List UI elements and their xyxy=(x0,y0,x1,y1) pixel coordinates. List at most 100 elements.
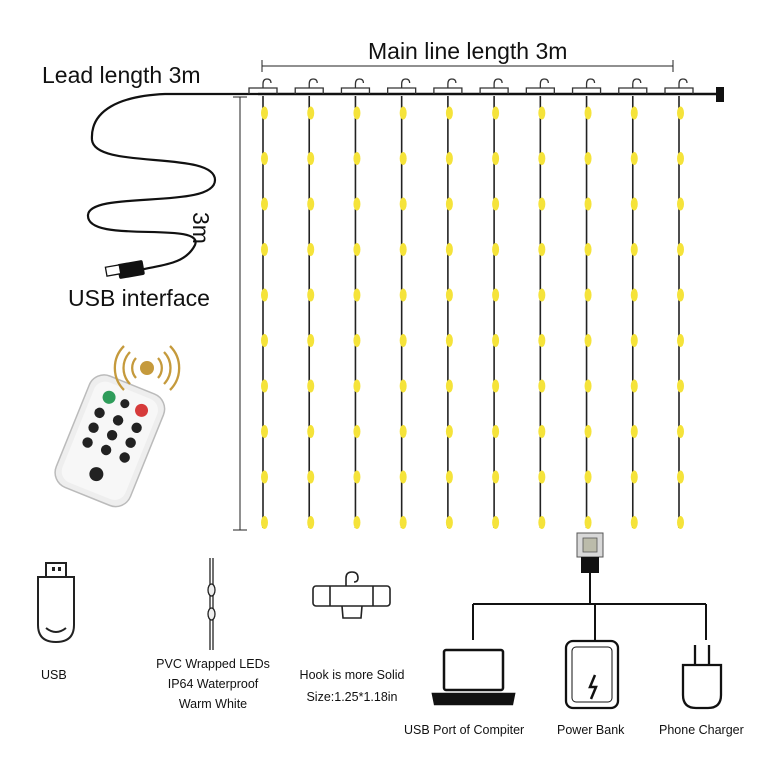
remote-power-red-button xyxy=(135,403,149,417)
led-bulb xyxy=(399,197,407,211)
led-bulb xyxy=(630,470,638,484)
remote-button xyxy=(131,422,142,434)
led-bulb xyxy=(445,243,453,256)
usb-interface-label: USB interface xyxy=(68,285,210,311)
led-bulb xyxy=(445,516,453,529)
led-bulb xyxy=(353,106,361,120)
led-bulb xyxy=(353,152,361,165)
hook-icon xyxy=(387,78,417,94)
remote-button xyxy=(125,437,136,448)
led-bulb xyxy=(630,106,638,120)
usb-label: USB xyxy=(41,668,67,682)
led-bulb xyxy=(584,334,592,347)
led-bulb xyxy=(584,470,592,484)
led-bulb xyxy=(492,197,500,211)
led-bulb xyxy=(584,243,592,256)
led-bulb xyxy=(584,197,592,211)
power-bank-icon xyxy=(564,639,620,710)
usb-connector-icon xyxy=(576,532,604,573)
led-bulb xyxy=(538,425,546,438)
led-bulb xyxy=(261,106,268,120)
led-bulb xyxy=(492,288,500,302)
remote-power-green-button xyxy=(102,390,116,404)
led-bulb xyxy=(307,470,315,484)
led-bulb xyxy=(677,106,684,120)
led-bulb xyxy=(677,516,684,529)
led-bulb xyxy=(261,516,268,529)
remote-mode-button xyxy=(89,467,104,482)
led-bulb xyxy=(261,288,268,302)
remote-control xyxy=(54,374,166,508)
hook-feature-line-2: Size:1.25*1.18in xyxy=(306,690,398,704)
led-bulb xyxy=(630,334,638,347)
lead-cable xyxy=(86,92,258,272)
led-bulb xyxy=(399,106,407,120)
power-source-charger-label: Phone Charger xyxy=(659,723,744,737)
led-bulb xyxy=(677,288,684,302)
led-bulb xyxy=(538,152,546,165)
laptop-icon xyxy=(431,648,516,706)
hook-icon xyxy=(618,78,648,94)
led-bulb xyxy=(538,516,546,529)
usb-plug-icon xyxy=(104,260,145,279)
led-bulb xyxy=(677,470,684,484)
led-bulb xyxy=(630,152,638,165)
led-bulb xyxy=(399,425,407,438)
led-bulb xyxy=(584,425,592,438)
led-bulb xyxy=(399,288,407,302)
led-bulb xyxy=(307,379,315,393)
led-bulb xyxy=(492,516,500,529)
led-bulb xyxy=(353,470,361,484)
led-bulb xyxy=(492,334,500,347)
led-bulb xyxy=(445,152,453,165)
remote-button xyxy=(106,429,118,441)
led-bulb xyxy=(307,152,315,165)
remote-button xyxy=(82,437,93,448)
led-bulb xyxy=(677,243,684,256)
hook-icon xyxy=(525,78,555,94)
led-bulb xyxy=(492,379,500,393)
led-bulb xyxy=(630,197,638,211)
hook-sample-icon xyxy=(312,571,391,619)
led-bulb xyxy=(307,334,315,347)
drop-height-label: 3m xyxy=(188,212,214,244)
led-bulb xyxy=(492,470,500,484)
hook-icon xyxy=(571,78,602,94)
hook-icon xyxy=(248,78,278,94)
led-bulb xyxy=(538,379,546,393)
led-bulb xyxy=(353,516,361,529)
led-bulb xyxy=(492,243,500,256)
hook-icon xyxy=(340,78,371,94)
remote-button xyxy=(100,444,112,456)
led-bulb xyxy=(584,106,592,120)
led-bulb xyxy=(399,516,407,529)
led-bulb xyxy=(261,470,268,484)
led-bulb xyxy=(307,197,315,211)
led-bulb xyxy=(677,334,684,347)
led-bulb xyxy=(307,288,315,302)
led-bulb xyxy=(353,197,361,211)
led-bulb xyxy=(445,334,453,347)
remote-button xyxy=(94,407,105,419)
led-bulb xyxy=(353,243,361,256)
remote-button xyxy=(112,415,124,426)
lead-length-label: Lead length 3m xyxy=(42,62,201,88)
power-source-laptop-label: USB Port of Compiter xyxy=(404,723,525,737)
led-bulb xyxy=(261,379,268,393)
led-bulb xyxy=(630,243,638,256)
led-bulb xyxy=(261,197,268,211)
remote-button xyxy=(119,452,130,463)
led-bulb xyxy=(261,334,268,347)
led-bulb xyxy=(307,106,315,120)
led-bulb xyxy=(445,288,453,302)
led-bulb xyxy=(261,152,268,165)
led-bulb xyxy=(677,379,684,393)
led-bulb xyxy=(445,470,453,484)
led-bulb xyxy=(584,288,592,302)
hook-icon xyxy=(294,78,324,94)
led-bulb xyxy=(261,425,268,438)
led-bulb xyxy=(538,243,546,256)
led-bulb xyxy=(353,425,361,438)
